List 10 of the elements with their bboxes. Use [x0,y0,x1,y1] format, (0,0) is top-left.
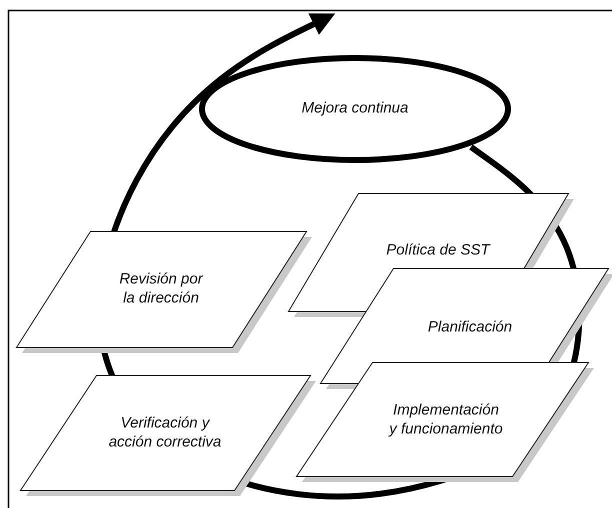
parallelogram-box [296,362,594,482]
node-label: Política de SST [385,242,492,260]
node-label: Verificación y acción correctiva [108,414,222,452]
node-label: Revisión por la dirección [118,270,204,308]
node-label: Planificación [426,318,514,338]
ellipse-node [198,54,512,164]
parallelogram-box [20,375,316,496]
node-label: Mejora continua [300,100,410,118]
node-label: Implementación y funcionamiento [388,401,504,439]
parallelogram-box [16,231,312,353]
